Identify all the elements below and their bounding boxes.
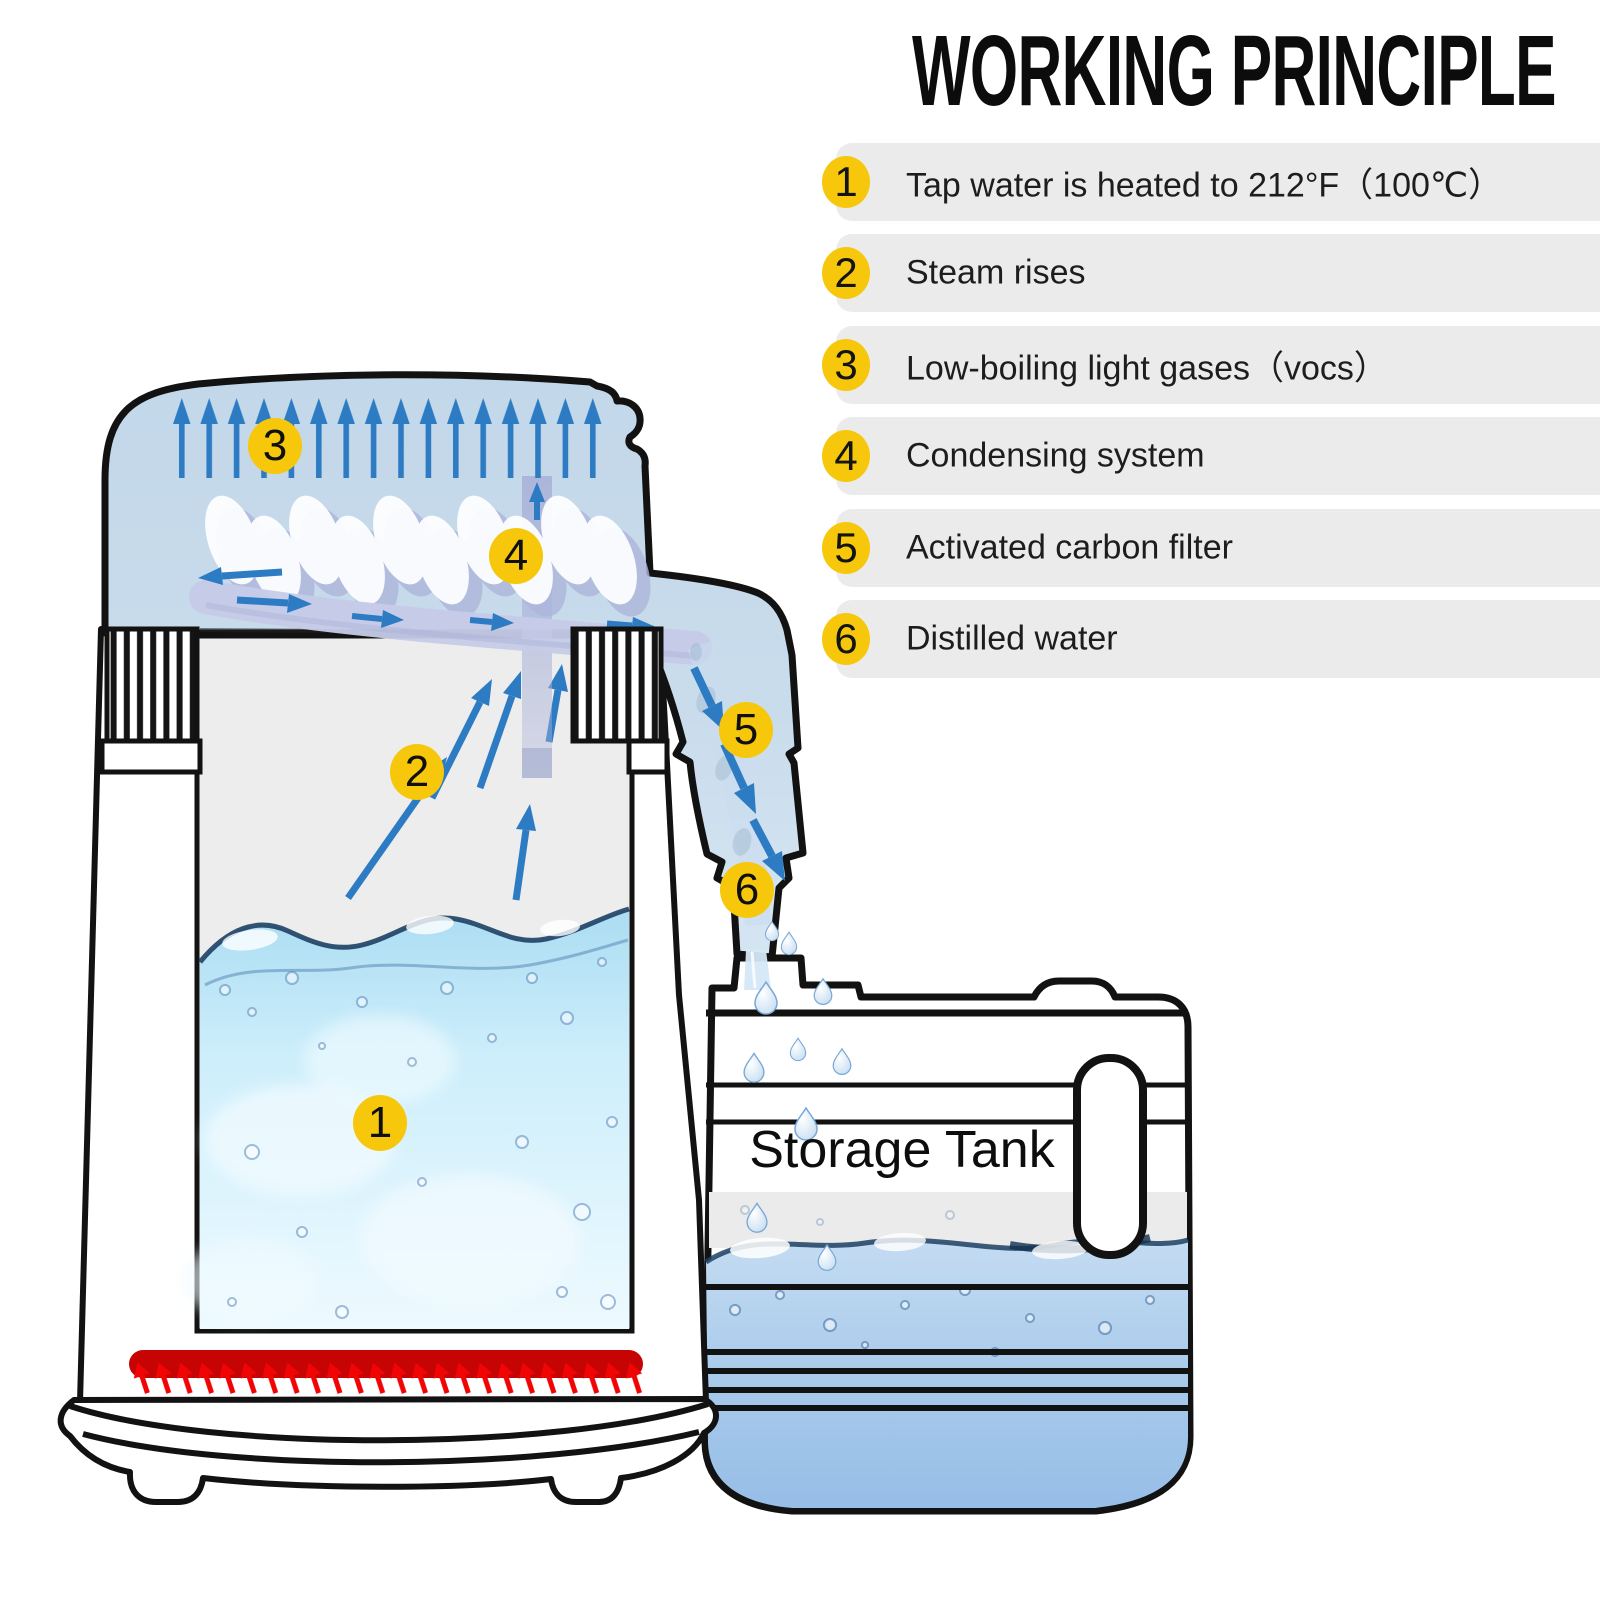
- tank-ridge-lines: [702, 1009, 1190, 1411]
- storage-tank-label: Storage Tank: [749, 1121, 1055, 1179]
- step-label-4: Condensing system: [906, 436, 1205, 475]
- page-title: WORKING PRINCIPLE: [912, 15, 1557, 127]
- distiller-base: [57, 1396, 719, 1505]
- water-distiller: [57, 371, 807, 1505]
- step-item-1: 1 Tap water is heated to 212°F（100℃）: [822, 143, 1600, 221]
- pour-stream: [744, 950, 771, 990]
- vapor-pipe-cap: [522, 748, 552, 778]
- condenser-head-and-spout: [101, 371, 807, 961]
- tank-foam: [730, 1232, 1088, 1260]
- step-label-6: Distilled water: [906, 619, 1118, 658]
- diagram-marker-2: 2: [390, 744, 444, 800]
- heat-arrows: [132, 1361, 644, 1394]
- step-number-badge-2: 2: [822, 247, 870, 299]
- chamber-wave-inner: [204, 938, 629, 987]
- tank-bubbles: [729, 1205, 1155, 1357]
- right-vent: [570, 626, 664, 744]
- step-item-4: 4 Condensing system: [822, 417, 1600, 495]
- step-item-6: 6 Distilled water: [822, 600, 1600, 678]
- step-number-badge-5: 5: [822, 522, 870, 574]
- step-number-badge-3: 3: [822, 339, 870, 391]
- pour-stream-highlight: [750, 951, 757, 989]
- diagram-marker-1: 1: [353, 1095, 407, 1151]
- diagram-marker-6: 6: [720, 862, 774, 918]
- diagram-marker-3: 3: [248, 418, 302, 474]
- tank-handle: [1073, 1054, 1147, 1259]
- step-label-3: Low-boiling light gases（vocs）: [906, 349, 1388, 388]
- step-number-badge-4: 4: [822, 430, 870, 482]
- chamber-foam: [222, 915, 580, 951]
- step-number-badge-1: 1: [822, 156, 870, 208]
- pipe-up-arrow: [529, 482, 545, 520]
- step-label-2: Steam rises: [906, 253, 1086, 292]
- vent-up-arrows: [168, 398, 607, 480]
- left-vent: [104, 626, 200, 744]
- diagram-marker-4: 4: [489, 528, 543, 584]
- tube-flow-arrows: [198, 567, 656, 635]
- storage-tank: [701, 954, 1194, 1515]
- left-vent-collar: [99, 738, 203, 775]
- chamber-water-patches: [180, 1015, 580, 1320]
- chamber-bubbles: [219, 957, 618, 1319]
- diagram-marker-5: 5: [719, 702, 773, 758]
- right-vent-collar: [626, 738, 670, 775]
- step-label-1: Tap water is heated to 212°F（100℃）: [906, 166, 1503, 205]
- base-lip-line-2: [82, 1429, 700, 1466]
- step-item-5: 5 Activated carbon filter: [822, 509, 1600, 587]
- spout-flow-arrows: [690, 666, 785, 881]
- base-lip-line-1: [69, 1401, 709, 1444]
- step-item-2: 2 Steam rises: [822, 234, 1600, 312]
- step-number-badge-6: 6: [822, 613, 870, 665]
- step-label-5: Activated carbon filter: [906, 528, 1233, 567]
- step-item-3: 3 Low-boiling light gases（vocs）: [822, 326, 1600, 404]
